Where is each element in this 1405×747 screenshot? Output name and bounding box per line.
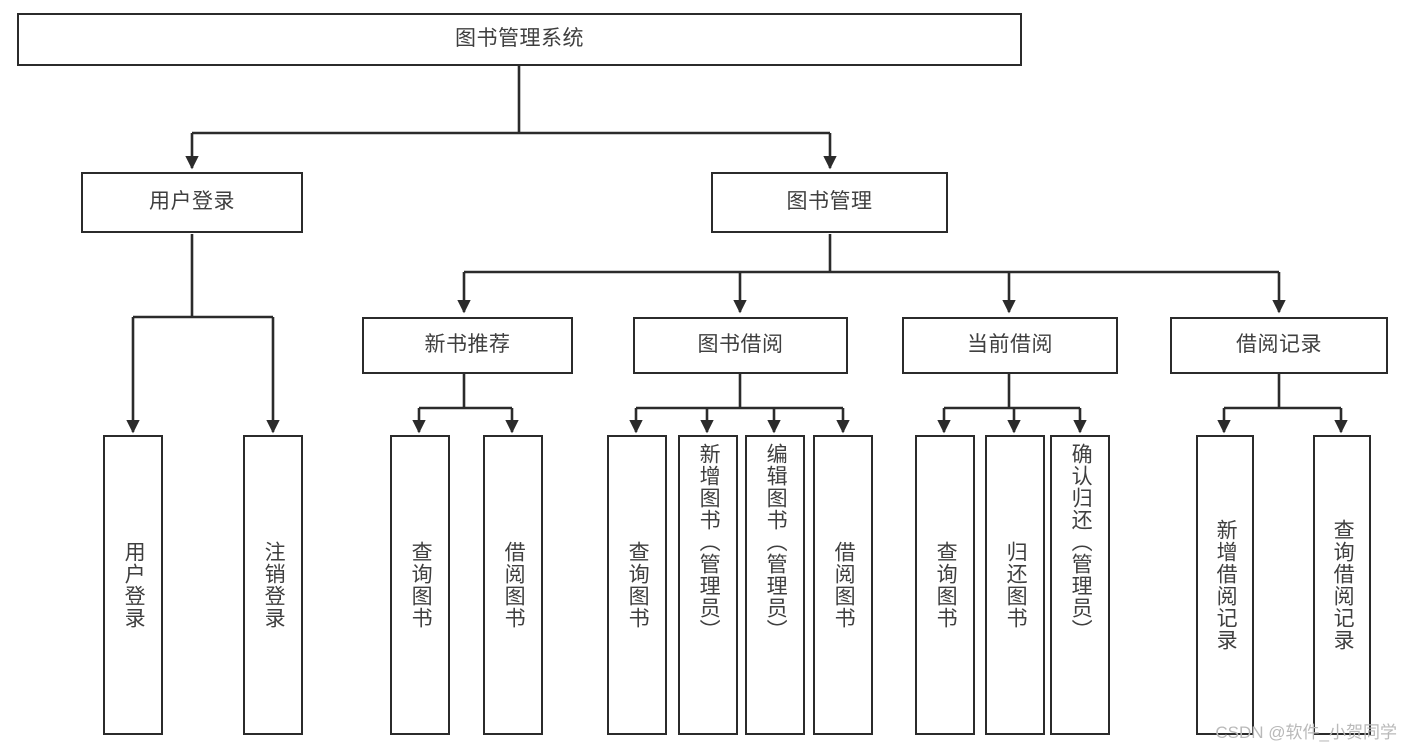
- leaf-return-book-label: 归还图书: [1004, 541, 1028, 629]
- leaf-edit-book[interactable]: 编辑图书（管理员）: [745, 435, 805, 735]
- leaf-user-logout[interactable]: 注销登录: [243, 435, 303, 735]
- node-new-book-recommend[interactable]: 新书推荐: [362, 317, 573, 374]
- leaf-user-logout-label: 注销登录: [262, 541, 286, 629]
- node-user-login[interactable]: 用户登录: [81, 172, 303, 233]
- leaf-query-record-label: 查询借阅记录: [1331, 519, 1355, 651]
- node-borrow-record-label: 借阅记录: [1236, 333, 1322, 357]
- leaf-user-login[interactable]: 用户登录: [103, 435, 163, 735]
- leaf-borrow-book-1[interactable]: 借阅图书: [483, 435, 543, 735]
- leaf-add-book[interactable]: 新增图书（管理员）: [678, 435, 738, 735]
- leaf-query-book-1-label: 查询图书: [409, 541, 433, 629]
- leaf-query-record[interactable]: 查询借阅记录: [1313, 435, 1371, 735]
- node-book-management-label: 图书管理: [786, 190, 873, 214]
- leaf-confirm-return-label: 确认归还（管理员）: [1069, 443, 1093, 641]
- node-book-borrow[interactable]: 图书借阅: [633, 317, 848, 374]
- leaf-user-login-label: 用户登录: [122, 541, 146, 629]
- node-current-borrow[interactable]: 当前借阅: [902, 317, 1118, 374]
- node-new-book-recommend-label: 新书推荐: [424, 333, 511, 357]
- node-book-management[interactable]: 图书管理: [711, 172, 948, 233]
- leaf-query-book-1[interactable]: 查询图书: [390, 435, 450, 735]
- leaf-query-book-3[interactable]: 查询图书: [915, 435, 975, 735]
- leaf-add-record-label: 新增借阅记录: [1214, 519, 1238, 651]
- leaf-query-book-2[interactable]: 查询图书: [607, 435, 667, 735]
- node-borrow-record[interactable]: 借阅记录: [1170, 317, 1388, 374]
- node-root[interactable]: 图书管理系统: [17, 13, 1022, 66]
- leaf-confirm-return[interactable]: 确认归还（管理员）: [1050, 435, 1110, 735]
- leaf-edit-book-label: 编辑图书（管理员）: [764, 443, 788, 641]
- node-book-borrow-label: 图书借阅: [697, 333, 784, 357]
- leaf-add-book-label: 新增图书（管理员）: [697, 443, 721, 641]
- node-root-label: 图书管理系统: [455, 27, 584, 51]
- leaf-return-book[interactable]: 归还图书: [985, 435, 1045, 735]
- leaf-borrow-book-1-label: 借阅图书: [502, 541, 526, 629]
- leaf-query-book-3-label: 查询图书: [934, 541, 958, 629]
- leaf-add-record[interactable]: 新增借阅记录: [1196, 435, 1254, 735]
- node-user-login-label: 用户登录: [149, 190, 235, 214]
- leaf-query-book-2-label: 查询图书: [626, 541, 650, 629]
- leaf-borrow-book-2-label: 借阅图书: [832, 541, 856, 629]
- node-current-borrow-label: 当前借阅: [967, 333, 1053, 357]
- csdn-watermark: CSDN @软件_小贺同学: [1215, 723, 1397, 742]
- leaf-borrow-book-2[interactable]: 借阅图书: [813, 435, 873, 735]
